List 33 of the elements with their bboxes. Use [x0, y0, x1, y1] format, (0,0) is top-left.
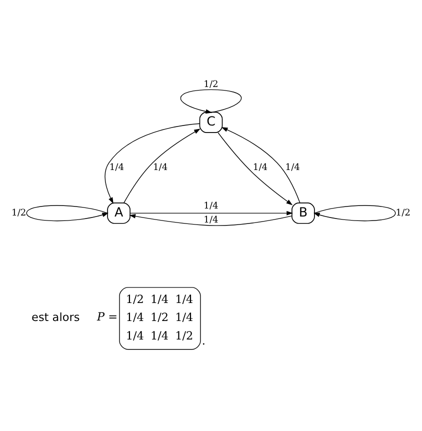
- label: 1/4: [150, 328, 169, 342]
- arrow: [313, 204, 396, 221]
- label: est alors: [32, 310, 80, 324]
- edge-label: 1/4: [204, 201, 218, 212]
- label: 1/4: [126, 310, 144, 324]
- edge-label: 1/2: [396, 208, 410, 218]
- label: 1/4: [175, 310, 194, 324]
- arrow: [124, 128, 200, 203]
- label: 1/4: [175, 292, 194, 306]
- arrow: [104, 122, 200, 204]
- label: P =: [96, 310, 118, 323]
- arrow: [221, 126, 300, 203]
- label: 1/4: [150, 292, 169, 306]
- edge-label: 1/4: [252, 162, 268, 173]
- edge-label: 1/4: [152, 162, 168, 173]
- label: .: [202, 334, 206, 347]
- label: 1/2: [175, 328, 194, 342]
- node-box: A: [107, 202, 130, 224]
- edge-label: 1/4: [285, 162, 300, 173]
- edge-label: 1/2: [204, 80, 218, 90]
- edge-label: 1/4: [109, 162, 124, 173]
- label: 1/2: [150, 310, 169, 324]
- label: 1/4: [126, 328, 144, 342]
- node-box: B: [292, 202, 315, 224]
- arrow: [26, 204, 109, 221]
- arrow: [180, 88, 242, 114]
- node-box: C: [199, 111, 223, 133]
- edge-label: 1/4: [204, 215, 218, 226]
- arrow: [129, 214, 292, 226]
- edge-label: 1/2: [12, 208, 26, 218]
- arrow: [130, 210, 293, 215]
- arrow: [218, 132, 293, 205]
- label: 1/2: [126, 292, 144, 306]
